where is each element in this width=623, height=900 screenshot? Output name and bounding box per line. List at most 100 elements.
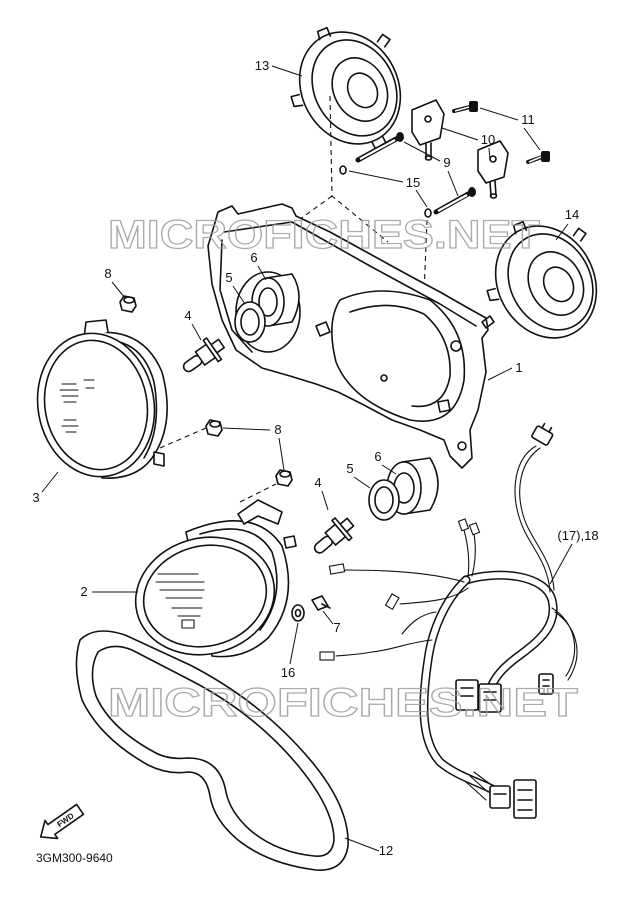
harness-bottom-connector <box>465 771 537 819</box>
cover-13-inner <box>331 57 389 122</box>
housing-tab <box>315 321 331 337</box>
ring-5-upper <box>234 301 266 343</box>
housing-outline <box>207 203 489 469</box>
leader-5-lower <box>353 476 371 489</box>
cover-13-tab <box>376 33 391 48</box>
callout-8-lower: 8 <box>274 422 281 437</box>
bulb-4-upper <box>182 337 226 373</box>
lens-pattern-line <box>155 573 205 599</box>
leader-17-18 <box>549 543 573 585</box>
bracket-peg-end <box>424 155 433 161</box>
callout-6-upper: 6 <box>250 250 257 265</box>
harness-double-connector <box>455 679 502 713</box>
cover-13-hole <box>346 72 379 109</box>
leader-4-lower <box>321 490 329 511</box>
housing-mount-hole <box>457 441 467 451</box>
connector-slots <box>542 679 550 687</box>
headlight-cover-13 <box>290 26 402 150</box>
ring-inner <box>374 486 394 514</box>
bolt-9-upper <box>355 132 404 163</box>
leader-8-upper <box>111 281 126 299</box>
callout-16: 16 <box>281 665 295 680</box>
housing-right-opening <box>331 290 466 422</box>
screw-head <box>541 151 550 162</box>
bracket-peg <box>489 180 497 197</box>
cover-14-hole <box>542 266 575 303</box>
ring-outer <box>368 479 400 521</box>
bulb-4-lower <box>313 517 355 554</box>
callout-2: 2 <box>80 584 87 599</box>
headlight-2-lens <box>142 544 268 648</box>
callout-8-upper: 8 <box>104 266 111 281</box>
connector-block <box>489 785 511 809</box>
forward-direction-arrow: FWD <box>39 803 85 840</box>
harness-right-branch <box>551 607 578 681</box>
housing-inner-rim <box>223 221 477 327</box>
screw-head <box>469 101 478 112</box>
housing-bolt-stud <box>481 315 495 329</box>
connector-wires <box>465 771 491 801</box>
assembly-dashed-line <box>295 195 333 223</box>
nut-8-upper <box>119 295 137 313</box>
bracket-peg-end <box>489 193 498 199</box>
leader-1 <box>487 367 513 381</box>
plug-pins <box>541 422 553 433</box>
terminal-wire <box>399 587 469 605</box>
terminal <box>457 518 470 532</box>
cover-14-inner <box>527 251 585 316</box>
leader-15-a <box>348 170 404 183</box>
leader-12 <box>344 837 380 852</box>
bracket-10-lower <box>477 140 509 199</box>
leader-3 <box>41 471 59 493</box>
connector-block <box>538 673 554 695</box>
leader-6-upper <box>257 265 267 281</box>
screw-shaft-inner <box>454 106 470 112</box>
leader-8-lower-b <box>278 437 285 471</box>
terminal-wire <box>335 639 433 657</box>
callout-1: 1 <box>515 360 522 375</box>
lens-pattern-line <box>171 607 203 617</box>
connector-block <box>513 779 537 819</box>
terminal <box>319 651 335 661</box>
callout-10: 10 <box>481 132 495 147</box>
headlight-2-bracket <box>237 499 283 525</box>
bracket-10-upper <box>411 99 445 161</box>
nut-top <box>123 296 135 304</box>
leader-16 <box>289 622 299 665</box>
lens-pattern-line <box>83 379 95 389</box>
connector-7 <box>311 595 331 611</box>
bulb-terminal <box>210 338 226 354</box>
washer-16 <box>291 604 305 622</box>
callout-9: 9 <box>443 155 450 170</box>
housing-left-edge <box>219 239 253 353</box>
harness-top-plug <box>531 422 554 446</box>
harness-small-connector <box>538 673 554 695</box>
housing-mount-hole <box>450 340 462 352</box>
connector-slots <box>460 687 497 701</box>
leader-13 <box>271 65 303 77</box>
cover-13-tab <box>316 26 332 41</box>
headlight-unit-2 <box>134 499 297 658</box>
watermark-top: MICROFICHES.NET <box>108 213 540 257</box>
callout-3: 3 <box>32 490 39 505</box>
leader-7 <box>322 610 334 625</box>
washer-15-lower <box>424 208 432 218</box>
housing-inner-contour <box>349 304 451 408</box>
connector-7-body <box>311 595 329 611</box>
leader-11-b <box>523 127 541 151</box>
cover-14-rim <box>507 233 594 331</box>
callout-17-18: (17),18 <box>557 528 598 543</box>
leader-10-a <box>441 127 479 141</box>
bracket-hole <box>424 115 432 123</box>
connector-7-pin <box>321 603 331 609</box>
nut-8-dashed-line <box>239 483 277 503</box>
bolt-head <box>468 187 476 197</box>
headlight-cover-14 <box>486 220 598 339</box>
bolt-shaft-inner <box>437 194 468 212</box>
rim-outer <box>75 630 349 871</box>
headlight-2-rim <box>134 536 276 656</box>
connector-slots <box>493 789 533 811</box>
leader-4-upper <box>191 323 202 341</box>
ring-outer <box>234 301 266 343</box>
nut-8-lower <box>275 469 293 487</box>
